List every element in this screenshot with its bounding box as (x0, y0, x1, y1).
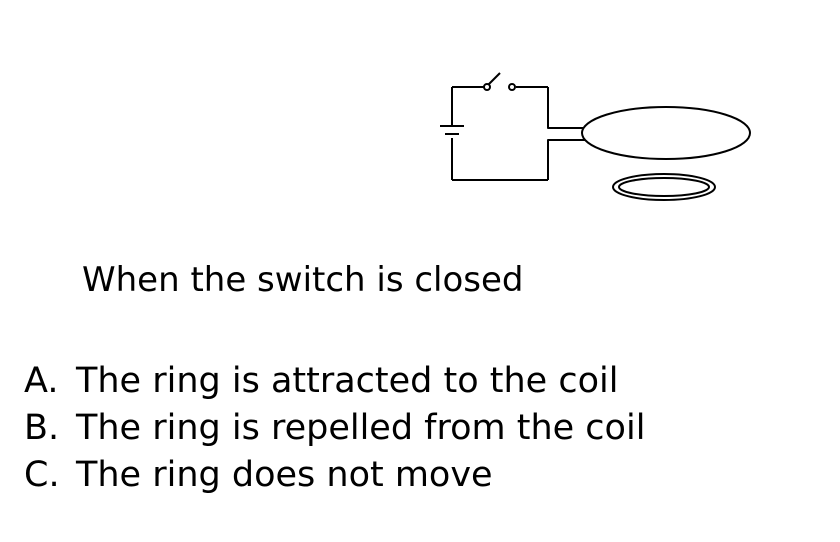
option-letter: B. (24, 408, 60, 448)
question-text: When the switch is closed (82, 260, 524, 300)
option-letter: A. (24, 361, 59, 401)
option-c[interactable]: C. The ring does not move (24, 452, 645, 499)
option-letter: C. (24, 455, 60, 495)
circuit-wire-right-bottom (547, 139, 586, 180)
option-text: The ring does not move (76, 455, 493, 495)
switch-icon (483, 72, 516, 91)
ring-icon (612, 173, 716, 201)
coil-icon (581, 106, 751, 160)
option-b[interactable]: B. The ring is repelled from the coil (24, 405, 645, 452)
option-a[interactable]: A. The ring is attracted to the coil (24, 358, 645, 405)
option-text: The ring is repelled from the coil (76, 408, 646, 448)
option-text: The ring is attracted to the coil (76, 361, 619, 401)
circuit-wire-right-top (547, 87, 586, 129)
answer-options: A. The ring is attracted to the coil B. Th… (24, 358, 645, 499)
battery-icon (440, 125, 464, 135)
